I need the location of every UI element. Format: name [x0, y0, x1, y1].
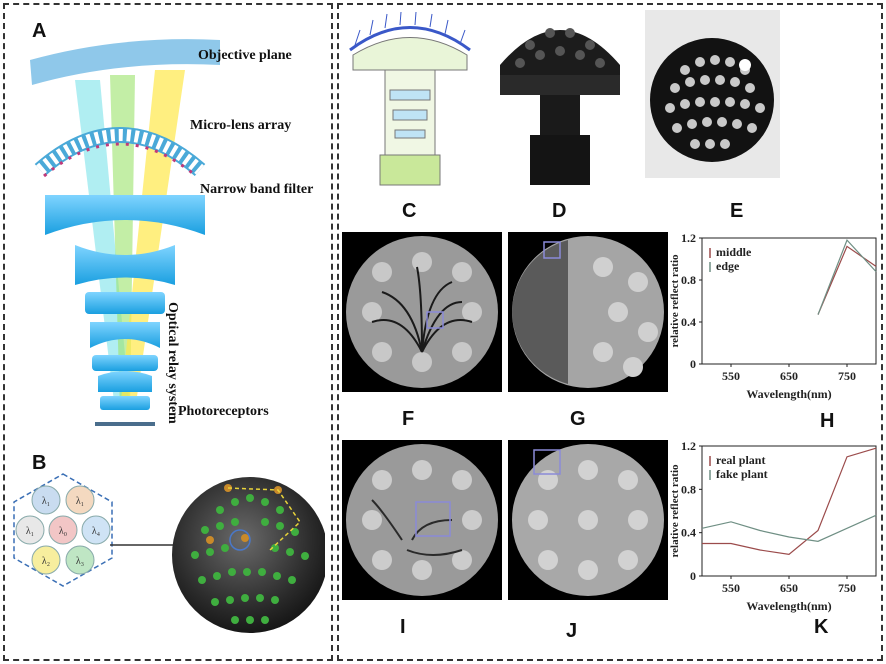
chart-k-ytick-label: 0.4 — [681, 526, 696, 540]
label-narrow-band-filter: Narrow band filter — [200, 182, 314, 197]
chart-h-xtick-label: 650 — [780, 369, 798, 383]
panel-letter-j: J — [566, 620, 578, 642]
lambda-label-5: λ₄ — [92, 526, 101, 537]
lens-cross-section-diagram — [345, 10, 475, 190]
chart-h-ytick-label: 0.8 — [681, 273, 696, 287]
panel-letter-f: F — [402, 408, 415, 430]
panel-letter-i: I — [400, 616, 406, 638]
spectral-hexagon-cluster: λ₁ λ₁ λ₁ λ₀ λ₄ λ₂ λ₃ — [13, 473, 113, 587]
lens-4 — [90, 322, 160, 348]
panel-letter-b: B — [32, 452, 47, 474]
label-micro-lens-array: Micro-lens array — [190, 118, 292, 133]
chart-k-ylabel: relative reflect ratio — [669, 464, 681, 558]
lambda-label-4: λ₀ — [59, 526, 68, 537]
lambda-label-6: λ₂ — [42, 556, 50, 567]
chart-k-legend-label: fake plant — [716, 467, 768, 481]
chart-h-legend-label: middle — [716, 245, 752, 259]
right-figure-frame — [337, 3, 883, 661]
lambda-label-2: λ₁ — [76, 496, 84, 507]
chart-k-xlabel: Wavelength(nm) — [746, 599, 831, 613]
chart-k-ytick-label: 1.2 — [681, 439, 696, 453]
captured-image-g — [508, 232, 668, 392]
chart-h-xtick-label: 550 — [722, 369, 740, 383]
lens-1 — [45, 195, 205, 235]
lens-5 — [92, 355, 158, 371]
chart-h-series-middle — [817, 245, 877, 315]
lambda-label-1: λ₁ — [42, 496, 50, 507]
captured-image-f — [342, 232, 502, 392]
chart-k-xtick-label: 550 — [722, 581, 740, 595]
lens-3 — [85, 292, 165, 314]
panel-letter-d: D — [552, 200, 567, 222]
chart-h-ytick-label: 0.4 — [681, 315, 696, 329]
chart-h-legend-label: edge — [716, 259, 740, 273]
chart-h-ytick-label: 0 — [690, 357, 696, 371]
lambda-label-7: λ₃ — [76, 556, 84, 567]
lambda-label-3: λ₁ — [26, 526, 34, 537]
chart-h-ytick-label: 1.2 — [681, 231, 696, 245]
chart-h-xlabel: Wavelength(nm) — [746, 387, 831, 401]
chart-k-series-fake-plant — [701, 514, 877, 542]
camera-prototype-photo — [490, 5, 630, 195]
chart-h-plot-area — [701, 237, 877, 365]
left-figure-frame — [3, 3, 333, 661]
chart-h-xtick-label: 750 — [838, 369, 856, 383]
chart-k-series-real-plant — [702, 447, 877, 555]
panel-letter-k: K — [814, 616, 829, 638]
compound-eye-sphere-photo — [645, 10, 780, 178]
chart-k-legend-label: real plant — [716, 453, 765, 467]
captured-image-i — [342, 440, 502, 600]
objective-plane-shape — [30, 39, 220, 85]
panel-letter-a: A — [32, 20, 47, 42]
chart-k-ytick-label: 0.8 — [681, 482, 696, 496]
label-objective-plane: Objective plane — [198, 48, 292, 63]
chart-k-ytick-label: 0 — [690, 569, 696, 583]
panel-letter-e: E — [730, 200, 744, 222]
chart-h-series-edge — [817, 238, 877, 315]
panel-letter-c: C — [402, 200, 417, 222]
chart-h-ylabel: relative reflect ratio — [669, 254, 681, 348]
photoreceptor-bar — [95, 422, 155, 426]
chart-k-xtick-label: 750 — [838, 581, 856, 595]
lens-2 — [75, 245, 175, 285]
captured-image-j — [508, 440, 668, 600]
lens-7 — [100, 396, 150, 410]
lens-6 — [98, 371, 152, 392]
chart-k-xtick-label: 650 — [780, 581, 798, 595]
panel-letter-g: G — [570, 408, 586, 430]
label-photoreceptors: Photoreceptors — [178, 404, 269, 419]
optical-system-diagram — [30, 39, 220, 426]
panel-letter-h: H — [820, 410, 835, 432]
compound-eye-sphere — [110, 477, 325, 633]
